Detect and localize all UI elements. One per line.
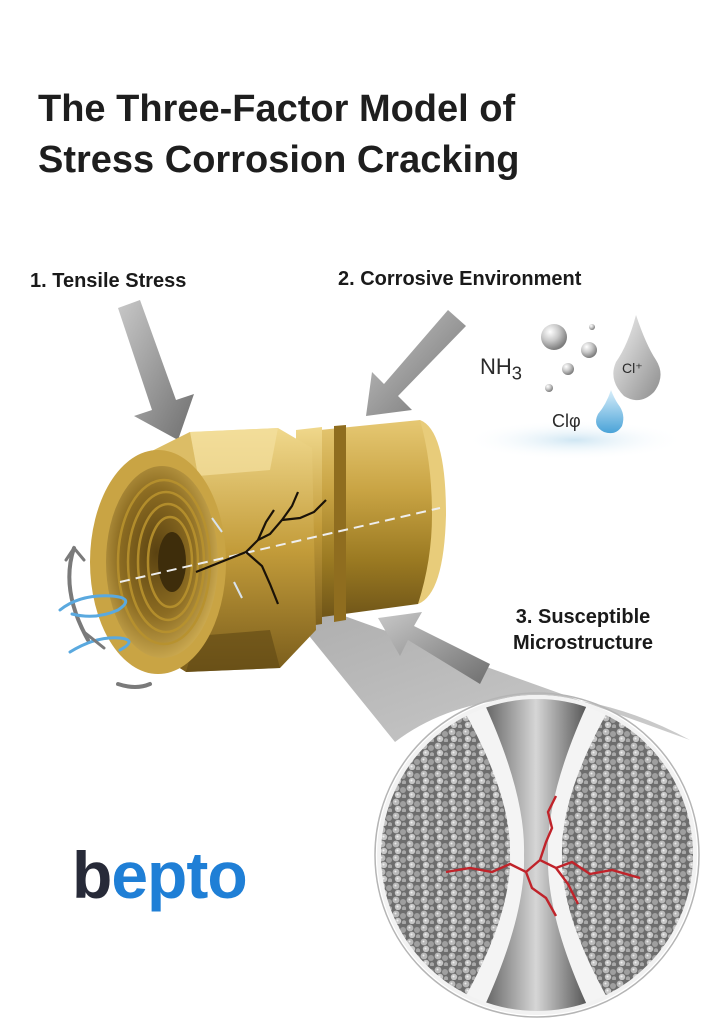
ammonia-subscript: 3 (511, 362, 522, 384)
water-drop-icon (596, 390, 624, 434)
tensile-stress-arrow (118, 300, 194, 440)
corrosive-environment-label: 2. Corrosive Environment (338, 268, 582, 290)
bepto-logo: bepto (72, 838, 248, 912)
title-line-2: Stress Corrosion Cracking (38, 139, 520, 181)
tensile-stress-label: 1. Tensile Stress (30, 270, 187, 292)
intergranular-crack (445, 795, 641, 917)
microstructure-magnified-view (374, 692, 700, 1018)
microstructure-label-line-2: Microstructure (512, 632, 654, 654)
torsion-arrows (58, 545, 152, 689)
corrosive-environment-illustration (465, 315, 685, 460)
ammonia-base: NH (480, 354, 512, 379)
brass-fitting (90, 420, 446, 674)
microstructure-label: 3. Susceptible Microstructure (488, 604, 678, 656)
page-title: The Three-Factor Model of Stress Corrosi… (38, 84, 678, 186)
title-line-1: The Three-Factor Model of (38, 88, 516, 130)
droplet-icon (613, 315, 661, 401)
microstructure-arrow (378, 612, 490, 684)
logo-letter-b: b (72, 838, 112, 912)
ammonia-label: NH3 (480, 354, 522, 384)
logo-text: epto (111, 838, 247, 912)
chloride-label-1: Cl⁺ (622, 360, 643, 376)
chloride-label-2: Clφ (552, 411, 581, 431)
corrosive-environment-arrow (366, 310, 466, 416)
surface-crack (195, 491, 327, 605)
microstructure-label-line-1: 3. Susceptible (515, 606, 651, 628)
